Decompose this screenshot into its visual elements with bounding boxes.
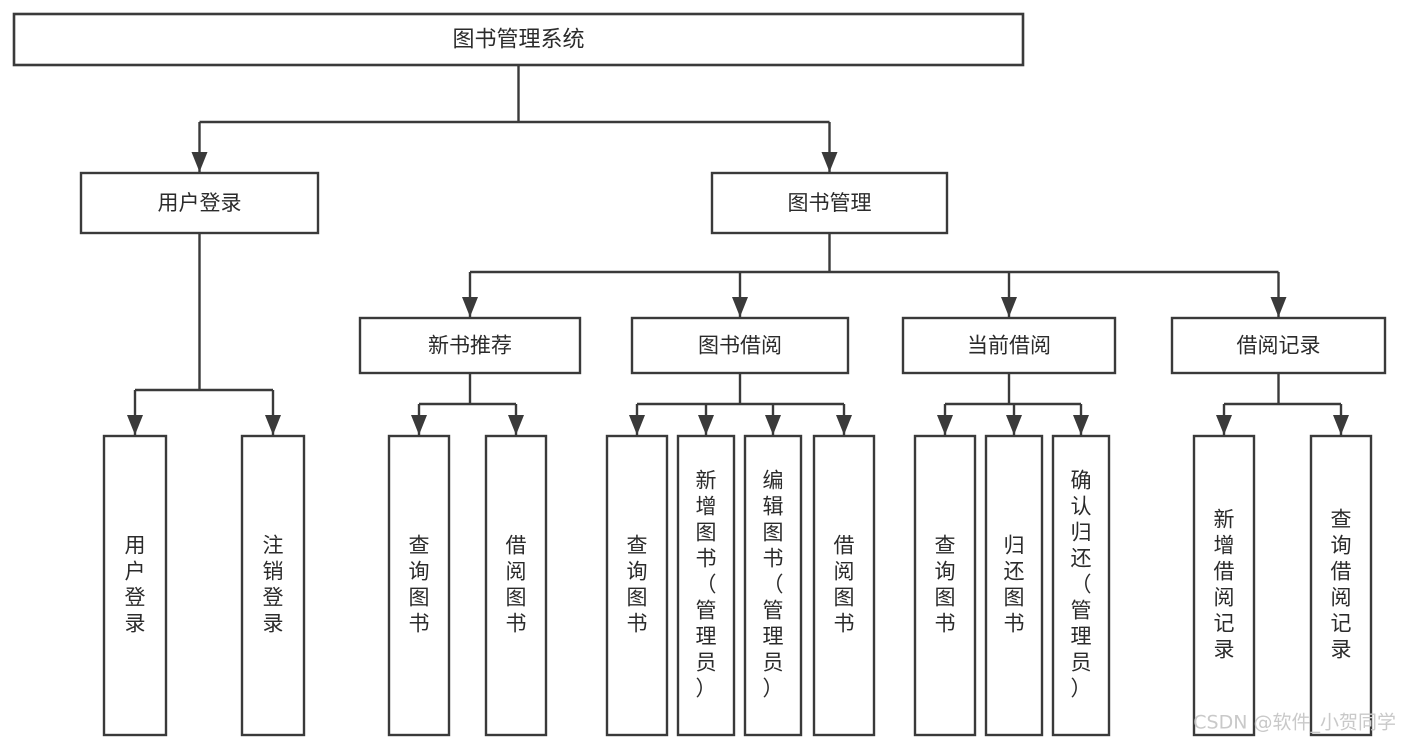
node-label: 图书管理系统 [452,28,584,53]
node-label: 查询图书 [935,534,956,636]
node-图书管理系统-root-box[interactable]: 图书管理系统 [12,12,1025,67]
node-rect [240,434,306,737]
node-借阅记录-l3-box[interactable]: 借阅记录 [1170,316,1387,375]
arrow-head-icon [1216,415,1232,435]
arrow-head-icon [1270,297,1287,317]
node-查询图书-leaf-box[interactable]: 查询图书 [605,434,669,737]
arrow-head-icon [462,297,478,317]
node-rect [102,434,168,737]
node-rect [743,434,803,737]
node-新增图书管理员-leaf-box[interactable]: 新增图书（管理员） [676,434,736,737]
node-查询图书-leaf-box[interactable]: 查询图书 [387,434,451,737]
arrow-head-icon [1073,415,1089,435]
node-label: 查询借阅记录 [1331,508,1352,662]
node-用户登录-leaf-box[interactable]: 用户登录 [102,434,168,737]
node-layer: 图书管理系统用户登录图书管理新书推荐图书借阅当前借阅借阅记录用户登录注销登录查询… [12,12,1387,737]
arrow-head-icon [732,297,748,317]
arrow-head-icon [411,415,427,435]
node-rect [913,434,977,737]
node-rect [901,316,1117,375]
arrow-head-icon [629,415,645,435]
node-rect [605,434,669,737]
node-label: 图书管理 [788,191,872,215]
arrow-head-icon [821,152,838,172]
node-label: 确认归还（管理员） [1071,469,1092,701]
node-label: 用户登录 [125,534,146,636]
node-当前借阅-l3-box[interactable]: 当前借阅 [901,316,1117,375]
arrow-head-icon [1006,415,1022,435]
node-借阅图书-leaf-box[interactable]: 借阅图书 [812,434,876,737]
node-借阅图书-leaf-box[interactable]: 借阅图书 [484,434,548,737]
node-新增借阅记录-leaf-box[interactable]: 新增借阅记录 [1192,434,1256,737]
node-label: 归还图书 [1004,534,1025,636]
watermark-label: CSDN @软件_小贺同学 [1193,712,1396,734]
node-rect [1192,434,1256,737]
arrow-head-icon [698,415,714,435]
node-rect [1051,434,1111,737]
arrow-head-icon [508,415,524,435]
connector-layer [127,65,1349,435]
node-label: 用户登录 [158,191,242,215]
node-rect [484,434,548,737]
arrow-head-icon [191,152,208,172]
node-label: 新增借阅记录 [1214,508,1235,662]
node-用户登录-l2-box[interactable]: 用户登录 [79,171,320,235]
node-rect [12,12,1025,67]
arrow-head-icon [937,415,953,435]
node-编辑图书管理员-leaf-box[interactable]: 编辑图书（管理员） [743,434,803,737]
node-查询借阅记录-leaf-box[interactable]: 查询借阅记录 [1309,434,1373,737]
node-注销登录-leaf-box[interactable]: 注销登录 [240,434,306,737]
node-rect [676,434,736,737]
node-查询图书-leaf-box[interactable]: 查询图书 [913,434,977,737]
node-label: 查询图书 [409,534,430,636]
node-rect [358,316,582,375]
node-rect [1309,434,1373,737]
node-label: 注销登录 [263,534,284,636]
node-label: 图书借阅 [698,334,782,358]
node-label: 当前借阅 [967,334,1051,358]
node-rect [79,171,320,235]
arrow-head-icon [836,415,852,435]
node-label: 新书推荐 [428,334,512,358]
node-图书借阅-l3-box[interactable]: 图书借阅 [630,316,850,375]
arrow-head-icon [127,415,143,435]
node-label: 借阅图书 [834,534,855,636]
arrow-head-icon [1333,415,1349,435]
node-rect [984,434,1044,737]
node-rect [1170,316,1387,375]
node-确认归还管理员-leaf-box[interactable]: 确认归还（管理员） [1051,434,1111,737]
node-rect [630,316,850,375]
node-label: 借阅图书 [506,534,527,636]
node-rect [387,434,451,737]
node-rect [710,171,949,235]
node-label: 查询图书 [627,534,648,636]
node-新书推荐-l3-box[interactable]: 新书推荐 [358,316,582,375]
node-图书管理-l2-box[interactable]: 图书管理 [710,171,949,235]
node-label: 新增图书（管理员） [696,469,717,701]
node-rect [812,434,876,737]
arrow-head-icon [765,415,781,435]
node-label: 编辑图书（管理员） [763,469,784,701]
node-归还图书-leaf-box[interactable]: 归还图书 [984,434,1044,737]
arrow-head-icon [1001,297,1017,317]
node-label: 借阅记录 [1237,334,1321,358]
arrow-head-icon [265,415,281,435]
